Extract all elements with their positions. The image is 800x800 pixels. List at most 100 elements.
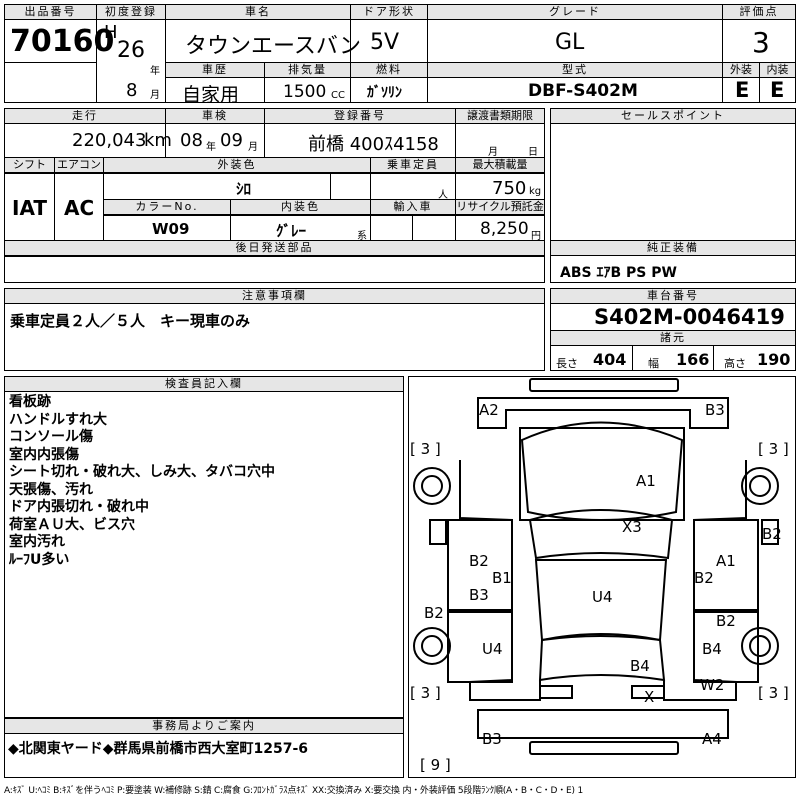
era: H xyxy=(104,22,118,43)
interior-color: ｸﾞﾚｰ xyxy=(276,222,307,240)
inspector-note: 看板跡 xyxy=(9,394,51,410)
mark-b4-right: B4 xyxy=(702,640,722,658)
insp-month: 09 xyxy=(220,130,243,151)
first-reg-year: 26 xyxy=(117,38,145,63)
exterior-color: ｼﾛ xyxy=(236,180,252,198)
plate-label: 登録番号 xyxy=(265,109,455,124)
disp-label: 排気量 xyxy=(265,63,350,78)
fuel: ｶﾞｿﾘﾝ xyxy=(367,85,402,101)
mileage: 220,043 xyxy=(72,130,147,151)
tire-rear-left: [ 3 ] xyxy=(410,684,441,702)
grade: GL xyxy=(555,30,585,55)
model-label: 型式 xyxy=(428,63,722,78)
chassis-number: S402M-0046419 xyxy=(594,305,785,329)
car-name-label: 車名 xyxy=(166,5,350,20)
equipment-label: 純正装備 xyxy=(551,241,795,256)
tire-front-right: [ 3 ] xyxy=(758,440,789,458)
mark-b2-right-door: B2 xyxy=(694,569,714,587)
car-damage-diagram xyxy=(413,378,779,755)
color-label: 外装色 xyxy=(104,158,370,173)
ext-score: E xyxy=(735,78,750,102)
inspector-note: シート切れ・破れ大、しみ大、タバコ穴中 xyxy=(9,464,275,480)
capacity-label: 乗車定員 xyxy=(371,158,455,173)
inspector-notes: 看板跡 ハンドルすれ大 コンソール傷 室内内張傷 シート切れ・破れ大、しみ大、タ… xyxy=(9,394,399,569)
color-no-label: カラーNo. xyxy=(104,200,230,215)
office-text: ◆北関東ヤード◆群馬県前橋市西大室町1257-6 xyxy=(8,741,309,757)
mark-b2-left-door: B2 xyxy=(469,552,489,570)
mileage-unit: km xyxy=(144,130,172,151)
mark-u4-left: U4 xyxy=(482,640,503,658)
height: 190 xyxy=(757,350,791,369)
shift-label: シフト xyxy=(5,158,54,173)
inspector-note: 天張傷、汚れ xyxy=(9,481,93,498)
transfer-month: 月 xyxy=(488,147,498,158)
inspector-note: ハンドルすれ大 xyxy=(9,411,107,428)
max-load: 750 xyxy=(492,178,527,199)
history: 自家用 xyxy=(182,84,240,106)
damage-diagram-box xyxy=(408,376,796,778)
office-label: 事務局よりご案内 xyxy=(5,719,403,734)
first-reg-month: 8 xyxy=(126,80,138,101)
lot-number: 70160 xyxy=(10,24,115,59)
inspector-label: 検査員記入欄 xyxy=(5,377,403,392)
interior-suffix: 系 xyxy=(357,231,367,242)
inspector-note: 室内汚れ xyxy=(9,534,65,550)
mark-b4-rear: B4 xyxy=(630,657,650,675)
spec-label: 諸元 xyxy=(551,331,795,346)
mark-a1-right-door: A1 xyxy=(716,552,736,570)
int-label: 内装 xyxy=(760,63,795,78)
displacement: 1500 xyxy=(283,82,327,102)
load-unit: kg xyxy=(529,186,542,197)
door-type: 5V xyxy=(370,30,400,55)
capacity-unit: 人 xyxy=(438,190,448,201)
tire-spare: [ 9 ] xyxy=(420,756,451,774)
year-unit: 年 xyxy=(150,66,160,77)
model-code: DBF-S402M xyxy=(528,81,638,101)
mark-b2-left-fender: B2 xyxy=(424,604,444,622)
mark-a4: A4 xyxy=(702,730,722,748)
recycle-unit: 円 xyxy=(531,231,541,242)
lot-label: 出品番号 xyxy=(5,5,96,20)
insp-year: 08 xyxy=(180,130,203,151)
mark-b3-left-door: B3 xyxy=(469,586,489,604)
color-no: W09 xyxy=(152,220,190,238)
disp-unit: CC xyxy=(331,90,345,101)
inspector-note: 室内内張傷 xyxy=(9,446,79,463)
height-label: 高さ xyxy=(724,357,746,370)
legend: A:ｷｽﾞ U:ﾍｺﾐ B:ｷｽﾞを伴うﾍｺﾐ P:要塗装 W:補修跡 S:錆 … xyxy=(4,786,583,796)
inspector-box xyxy=(4,376,404,718)
chassis-label: 車台番号 xyxy=(551,289,795,304)
chassis-box xyxy=(550,288,796,371)
transfer-day: 日 xyxy=(528,147,538,158)
import-label: 輸入車 xyxy=(371,200,455,215)
ext-label: 外装 xyxy=(723,63,759,78)
mileage-label: 走行 xyxy=(5,109,165,124)
mark-w2: W2 xyxy=(700,676,725,694)
ac: AC xyxy=(64,196,95,220)
history-label: 車歴 xyxy=(166,63,264,78)
inspector-note: ドア内張切れ・破れ中 xyxy=(9,499,149,515)
later-parts-label: 後日発送部品 xyxy=(5,241,544,256)
inspector-note: 荷室ＡＵ大、ビス穴 xyxy=(9,516,135,533)
interior-color-label: 内装色 xyxy=(231,200,370,215)
mark-u4-roof: U4 xyxy=(592,588,613,606)
mark-a2: A2 xyxy=(479,401,499,419)
caution-box xyxy=(4,288,545,371)
length-label: 長さ xyxy=(556,357,578,370)
mark-x-rear: X xyxy=(644,688,655,706)
inspector-note: ﾙｰﾌU多い xyxy=(9,551,70,568)
ac-label: エアコン xyxy=(55,158,103,173)
recycle-fee: 8,250 xyxy=(480,219,529,239)
shift: IAT xyxy=(12,196,48,220)
plate: 前橋 400ｽ4158 xyxy=(308,134,439,155)
caution-label: 注意事項欄 xyxy=(5,289,544,304)
mark-x3: X3 xyxy=(622,518,642,536)
inspection-label: 車検 xyxy=(166,109,264,124)
tire-front-left: [ 3 ] xyxy=(410,440,441,458)
score: 3 xyxy=(752,26,770,59)
door-label: ドア形状 xyxy=(351,5,427,20)
score-label: 評価点 xyxy=(723,5,795,20)
mark-a1-hood: A1 xyxy=(636,472,656,490)
transfer-label: 譲渡書類期限 xyxy=(456,109,544,124)
insp-year-unit: 年 xyxy=(206,142,216,153)
